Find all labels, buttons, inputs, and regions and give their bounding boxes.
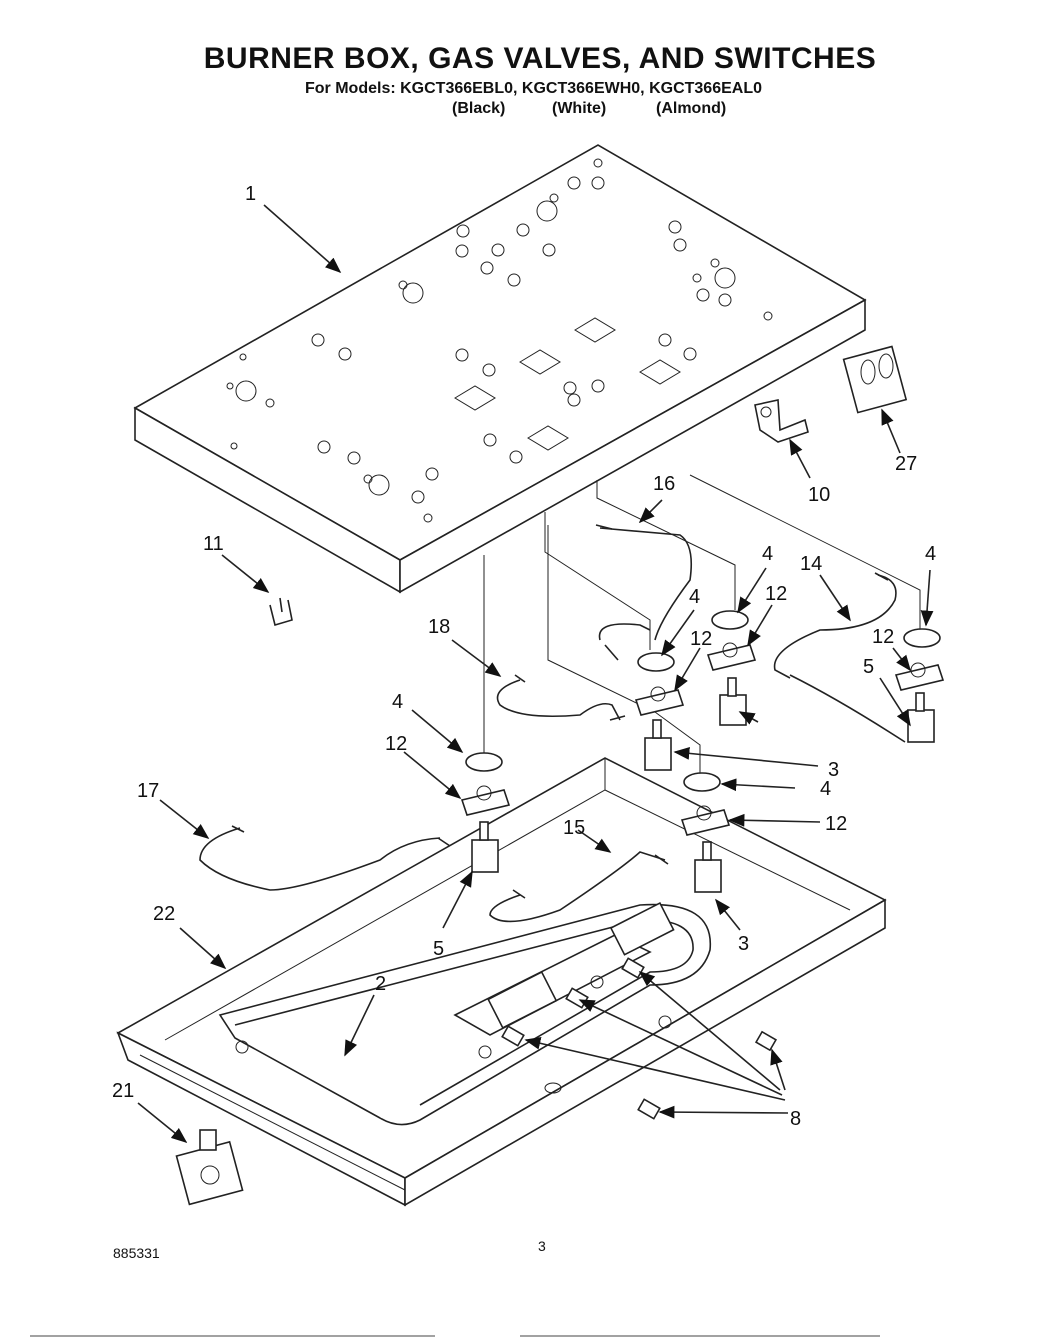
callout-5-a: 5 xyxy=(863,656,874,678)
burner-box xyxy=(116,757,887,1207)
callout-21: 21 xyxy=(112,1080,134,1102)
page-title: BURNER BOX, GAS VALVES, AND SWITCHES xyxy=(203,42,877,75)
callout-3-a: 3 xyxy=(828,759,839,781)
cooktop-panel xyxy=(133,144,867,594)
callout-4-a: 4 xyxy=(762,543,773,565)
callout-4-b: 4 xyxy=(689,586,700,608)
tube-15 xyxy=(489,851,666,923)
switch-27 xyxy=(842,345,908,414)
valve-assemblies xyxy=(460,610,945,893)
callout-12-e: 12 xyxy=(825,813,847,835)
gasket xyxy=(683,772,721,792)
switch-bracket xyxy=(894,662,945,691)
gas-valve xyxy=(471,821,499,873)
color-almond: (Almond) xyxy=(656,100,727,117)
gas-valve xyxy=(907,692,935,743)
callout-4-e: 4 xyxy=(820,778,831,800)
callout-1: 1 xyxy=(245,183,256,205)
callout-17: 17 xyxy=(137,780,159,802)
callout-18: 18 xyxy=(428,616,450,638)
regulator-21 xyxy=(175,1129,244,1206)
switch-bracket xyxy=(634,686,685,716)
gas-valve xyxy=(719,677,747,726)
burner xyxy=(218,901,712,1126)
switch-bracket xyxy=(460,785,511,816)
screws xyxy=(501,957,778,1120)
callout-12-d: 12 xyxy=(385,733,407,755)
callout-3-b: 3 xyxy=(738,933,749,955)
tube-14 xyxy=(773,574,897,679)
models-line: For Models: KGCT366EBL0, KGCT366EWH0, KG… xyxy=(305,80,762,97)
callout-16: 16 xyxy=(653,473,675,495)
gasket xyxy=(903,628,941,648)
callout-4-d: 4 xyxy=(392,691,403,713)
callout-5-b: 5 xyxy=(433,938,444,960)
callout-10: 10 xyxy=(808,484,830,506)
callout-8: 8 xyxy=(790,1108,801,1130)
callout-11: 11 xyxy=(203,533,224,555)
callout-12-a: 12 xyxy=(765,583,787,605)
gas-tubes xyxy=(199,524,906,923)
gasket xyxy=(711,610,749,630)
callout-12-c: 12 xyxy=(872,626,894,648)
callout-4-c: 4 xyxy=(925,543,936,565)
doc-number: 885331 xyxy=(113,1245,160,1261)
page-number: 3 xyxy=(538,1238,546,1254)
callout-2: 2 xyxy=(375,973,386,995)
bracket-10 xyxy=(754,399,809,443)
tube-17 xyxy=(199,827,441,891)
leader-arrows xyxy=(137,204,934,1144)
alignment-lines xyxy=(483,474,921,775)
tube-16 xyxy=(599,527,693,641)
callout-27: 27 xyxy=(895,453,917,475)
callout-14: 14 xyxy=(800,553,822,575)
gas-valve xyxy=(644,719,672,771)
gas-valve xyxy=(694,841,722,893)
clip-11 xyxy=(269,597,293,627)
gasket xyxy=(637,652,675,672)
tube-18 xyxy=(496,679,621,721)
callout-12-b: 12 xyxy=(690,628,712,650)
callout-15: 15 xyxy=(563,817,585,839)
callout-labels: 1 27 10 16 11 4 4 4 4 4 12 12 12 12 12 1… xyxy=(112,183,936,1130)
gasket xyxy=(465,752,503,772)
color-white: (White) xyxy=(552,100,607,117)
switch-bracket xyxy=(706,642,757,671)
color-black: (Black) xyxy=(452,100,506,117)
callout-22: 22 xyxy=(153,903,175,925)
